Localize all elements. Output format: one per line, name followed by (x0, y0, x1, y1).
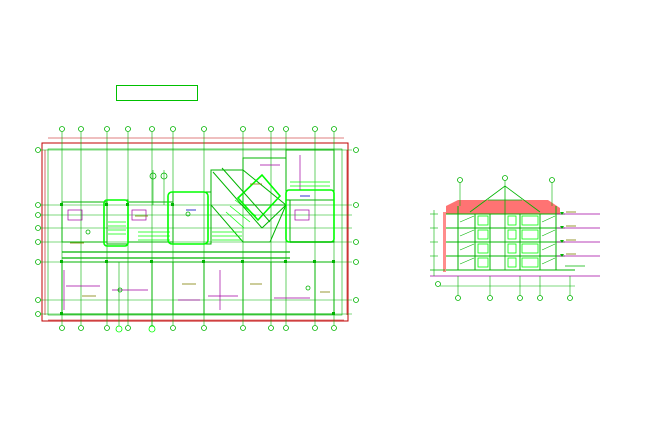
section-axis-lines (440, 180, 575, 296)
plan-walls-lower (61, 261, 335, 315)
section-roof-fill (446, 200, 560, 214)
section-level-tags (566, 211, 576, 255)
section-left-wall (443, 212, 446, 272)
plan-axis-bubbles-sides (35, 147, 359, 317)
section-openings (477, 215, 539, 268)
plan-inner-frame (47, 148, 343, 316)
section-stair-hatch (459, 215, 556, 265)
plan-dimension-lines (44, 137, 348, 321)
plan-stair-hatching (108, 181, 330, 241)
section-level-refs (430, 213, 600, 277)
building-section (430, 175, 600, 301)
section-walls (457, 206, 557, 270)
plan-columns (60, 203, 335, 315)
section-level-markers (560, 212, 564, 257)
plan-axis-horizontal (40, 149, 352, 315)
section-ground (430, 265, 585, 271)
plan-axis-bubbles-top (59, 126, 337, 132)
plan-outer-frame (41, 142, 349, 322)
plan-corridor (62, 241, 334, 259)
plan-axis-bubbles-bottom (59, 325, 337, 333)
plan-furniture-details (63, 155, 310, 310)
floor-plan (35, 126, 359, 333)
section-dimension-left (430, 210, 438, 276)
plan-diagonal-wing (212, 167, 287, 229)
plan-walls-upper (61, 149, 335, 245)
plan-blue-marks (186, 195, 310, 211)
plan-section-cut-lines (118, 170, 165, 326)
title-block-frame (116, 85, 198, 101)
plan-annotations (70, 183, 330, 297)
section-axis-bubbles (435, 175, 573, 301)
section-floor-levels (446, 213, 575, 271)
plan-axis-vertical (61, 132, 335, 325)
